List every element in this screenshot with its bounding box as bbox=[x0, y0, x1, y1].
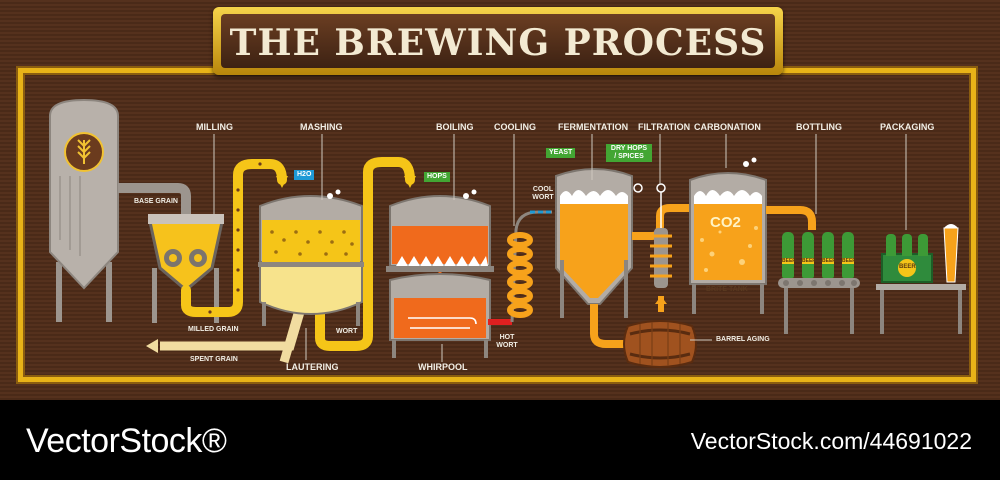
chalkboard-background: THE BREWING PROCESS MILLING MASHING BOIL… bbox=[0, 0, 1000, 400]
step-label-whirpool: WHIRPOOL bbox=[418, 362, 468, 372]
grain-pipe bbox=[181, 157, 415, 351]
fermentation-tank bbox=[555, 168, 643, 348]
aging-barrel bbox=[623, 320, 697, 368]
whirlpool-tank bbox=[389, 273, 491, 358]
spent-grain-label: SPENT GRAIN bbox=[190, 356, 238, 363]
footer-bar: VectorStock® VectorStock.com/44691022 bbox=[0, 400, 1000, 480]
h2o-tag: H2O bbox=[294, 170, 315, 180]
brand-logo[interactable]: VectorStock® bbox=[26, 422, 227, 460]
leader-lines bbox=[213, 134, 907, 362]
brite-tank-label: BRITE TANK bbox=[706, 286, 748, 293]
bottle-label: BEER bbox=[822, 258, 836, 264]
barrel-aging-label: BARREL AGING bbox=[716, 336, 770, 343]
step-label-milling: MILLING bbox=[196, 122, 233, 132]
crate-label: BEER bbox=[899, 264, 916, 270]
mill bbox=[148, 214, 224, 323]
bottle-label: BEER bbox=[802, 258, 816, 264]
base-grain-label: BASE GRAIN bbox=[134, 198, 178, 205]
dry-hops-tag: DRY HOPS / SPICES bbox=[606, 144, 652, 162]
step-label-filtration: FILTRATION bbox=[638, 122, 691, 132]
beer-bottle: BEER bbox=[822, 232, 836, 278]
step-label-boiling: BOILING bbox=[436, 122, 474, 132]
step-label-lautering: LAUTERING bbox=[286, 362, 339, 372]
yeast-tag: YEAST bbox=[546, 148, 576, 158]
mash-tun bbox=[258, 189, 364, 326]
packed-bottle bbox=[918, 234, 928, 256]
bottling-line bbox=[778, 278, 860, 334]
beer-bottle: BEER bbox=[842, 232, 856, 278]
cool-wort-label: COOL WORT bbox=[532, 186, 554, 201]
packed-bottle bbox=[886, 234, 896, 256]
bottle-label: BEER bbox=[842, 258, 856, 264]
image-id: VectorStock.com/44691022 bbox=[690, 428, 972, 454]
step-label-packaging: PACKAGING bbox=[880, 122, 935, 132]
bottle-label: BEER bbox=[782, 258, 796, 264]
filter bbox=[632, 183, 690, 312]
beer-bottle: BEER bbox=[782, 232, 796, 278]
co2-label: CO2 bbox=[710, 214, 741, 231]
brew-kettle bbox=[386, 189, 494, 298]
hops-tag: HOPS bbox=[424, 172, 450, 182]
step-label-mashing: MASHING bbox=[300, 122, 343, 132]
brite-tank bbox=[689, 157, 816, 314]
packed-bottle bbox=[902, 234, 912, 256]
milled-grain-label: MILLED GRAIN bbox=[188, 326, 239, 333]
step-label-bottling: BOTTLING bbox=[796, 122, 842, 132]
page-title: THE BREWING PROCESS bbox=[229, 22, 767, 64]
step-label-fermentation: FERMENTATION bbox=[558, 122, 629, 132]
beer-bottle: BEER bbox=[802, 232, 816, 278]
wort-label: WORT bbox=[336, 328, 358, 335]
grain-dots bbox=[208, 162, 262, 314]
step-label-cooling: COOLING bbox=[494, 122, 536, 132]
hot-wort-label: HOT WORT bbox=[496, 334, 518, 349]
grain-silo bbox=[49, 98, 191, 322]
cooling-coil bbox=[507, 210, 552, 323]
step-label-carbonation: CARBONATION bbox=[694, 122, 761, 132]
title-plate: THE BREWING PROCESS bbox=[213, 7, 783, 75]
brewing-diagram bbox=[49, 98, 966, 368]
